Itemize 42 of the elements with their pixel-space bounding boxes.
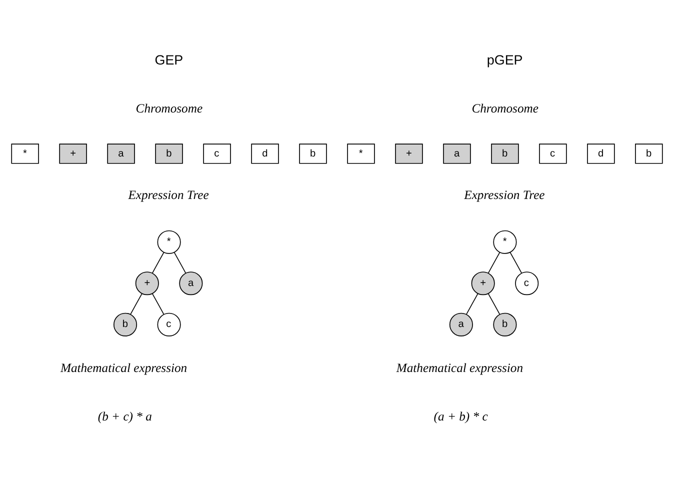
label: Chromosome xyxy=(472,100,538,115)
connector xyxy=(174,252,186,273)
node-circle: * xyxy=(157,230,181,254)
connector xyxy=(152,252,164,273)
connector xyxy=(152,292,164,314)
node-circle: b xyxy=(493,312,517,336)
node-box: d xyxy=(587,143,615,164)
node-box: c xyxy=(539,143,567,164)
node-circle: a xyxy=(179,271,203,295)
node-box: c xyxy=(203,143,231,164)
label: Chromosome xyxy=(136,100,203,115)
node-box: + xyxy=(395,143,423,164)
label: Expression Tree xyxy=(464,188,545,202)
node-box: * xyxy=(11,143,39,164)
node-box: b xyxy=(155,143,183,164)
label: (a + b) * c xyxy=(434,409,488,424)
connector xyxy=(466,292,478,314)
node-circle: + xyxy=(471,271,495,295)
node-circle: b xyxy=(113,312,138,336)
node-box: b xyxy=(299,143,327,164)
label: Expression Tree xyxy=(128,188,209,202)
connector xyxy=(488,252,500,273)
connector xyxy=(510,252,522,273)
connector xyxy=(488,292,500,314)
node-circle: a xyxy=(449,312,473,336)
node-circle: c xyxy=(515,271,539,295)
node-box: + xyxy=(59,143,87,164)
label: Mathematical expression xyxy=(396,360,524,374)
node-box: d xyxy=(251,143,279,164)
node-box: b xyxy=(491,143,519,164)
node-box: a xyxy=(107,143,135,164)
label: (b + c) * a xyxy=(98,409,152,424)
label: pGEP xyxy=(486,52,523,68)
node-box: * xyxy=(347,143,375,164)
node-circle: * xyxy=(493,230,517,254)
node-circle: c xyxy=(157,312,181,336)
node-box: b xyxy=(635,143,663,164)
node-box: a xyxy=(443,143,471,164)
label: GEP xyxy=(154,52,184,68)
connector xyxy=(130,292,142,314)
node-circle: + xyxy=(135,271,159,295)
label: Mathematical expression xyxy=(60,360,188,374)
